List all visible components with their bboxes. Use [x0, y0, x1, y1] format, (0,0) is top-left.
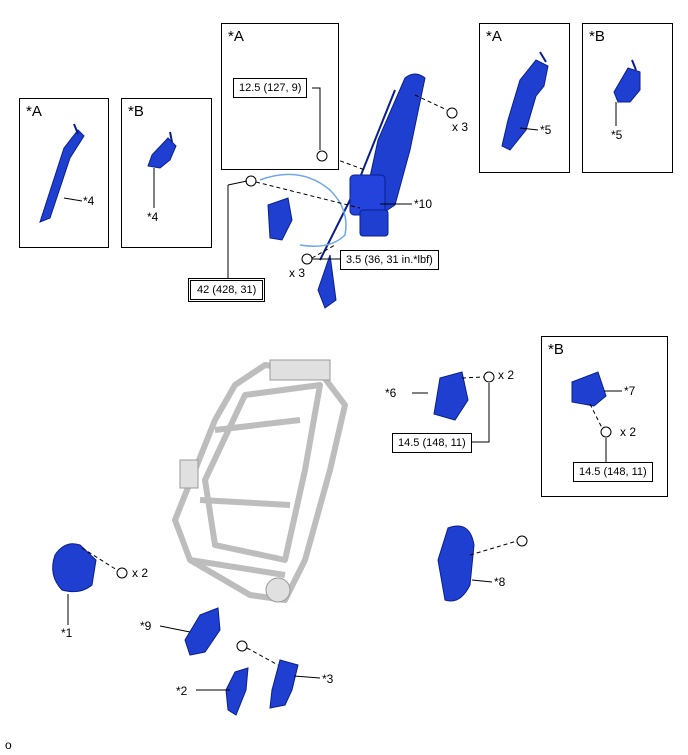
part-1-drawing [52, 543, 97, 593]
part-label-4-a: *4 [83, 194, 95, 208]
torque-42: 42 (428, 31) [188, 278, 266, 302]
part-9-drawing [184, 607, 221, 656]
part-label-4-b: *4 [147, 210, 159, 224]
torque-14-5-upper: 14.5 (148, 11) [392, 433, 472, 453]
part-label-6: *6 [385, 386, 397, 400]
part-label-7: *7 [624, 384, 636, 398]
quantity-center: x 3 [289, 266, 306, 280]
part-label-10: *10 [414, 197, 433, 211]
part-4-boxed-a [39, 123, 85, 223]
torque-14-5-lower: 14.5 (148, 11) [573, 462, 653, 482]
part-4-boxed-b [147, 131, 177, 169]
box-label: *B [548, 341, 564, 358]
part-7-boxed [571, 371, 622, 462]
quantity-part-7: x 2 [620, 425, 637, 439]
box-label: *B [128, 103, 144, 120]
quantity-part-6: x 2 [498, 368, 515, 382]
footer-mark: o [5, 738, 12, 752]
callout-box-b-left: *B [121, 98, 212, 248]
part-3-drawing [269, 659, 299, 709]
part-label-3: *3 [322, 672, 334, 686]
quantity-part-1: x 2 [132, 566, 149, 580]
part-label-5-b: *5 [611, 128, 623, 142]
part-label-2: *2 [176, 684, 188, 698]
part-8-drawing [437, 525, 475, 602]
part-label-5-a: *5 [540, 123, 552, 137]
box-label: *A [228, 28, 244, 45]
box-label: *A [26, 103, 42, 120]
boxed-leaders [63, 87, 617, 208]
part-label-9: *9 [140, 619, 152, 633]
seat-frame-details [179, 359, 331, 603]
part-5-boxed-b [613, 59, 641, 103]
box-label: *A [486, 28, 502, 45]
part-6-drawing [433, 371, 469, 421]
torque-12-5: 12.5 (127, 9) [233, 78, 308, 98]
seat-belt-assembly-drawing [259, 73, 426, 309]
part-5-boxed-a [501, 51, 549, 151]
quantity-top-right: x 3 [452, 120, 469, 134]
box-label: *B [589, 28, 605, 45]
part-label-1: *1 [61, 626, 73, 640]
part-label-8: *8 [494, 575, 506, 589]
torque-3-5: 3.5 (36, 31 in.*lbf) [340, 250, 439, 270]
